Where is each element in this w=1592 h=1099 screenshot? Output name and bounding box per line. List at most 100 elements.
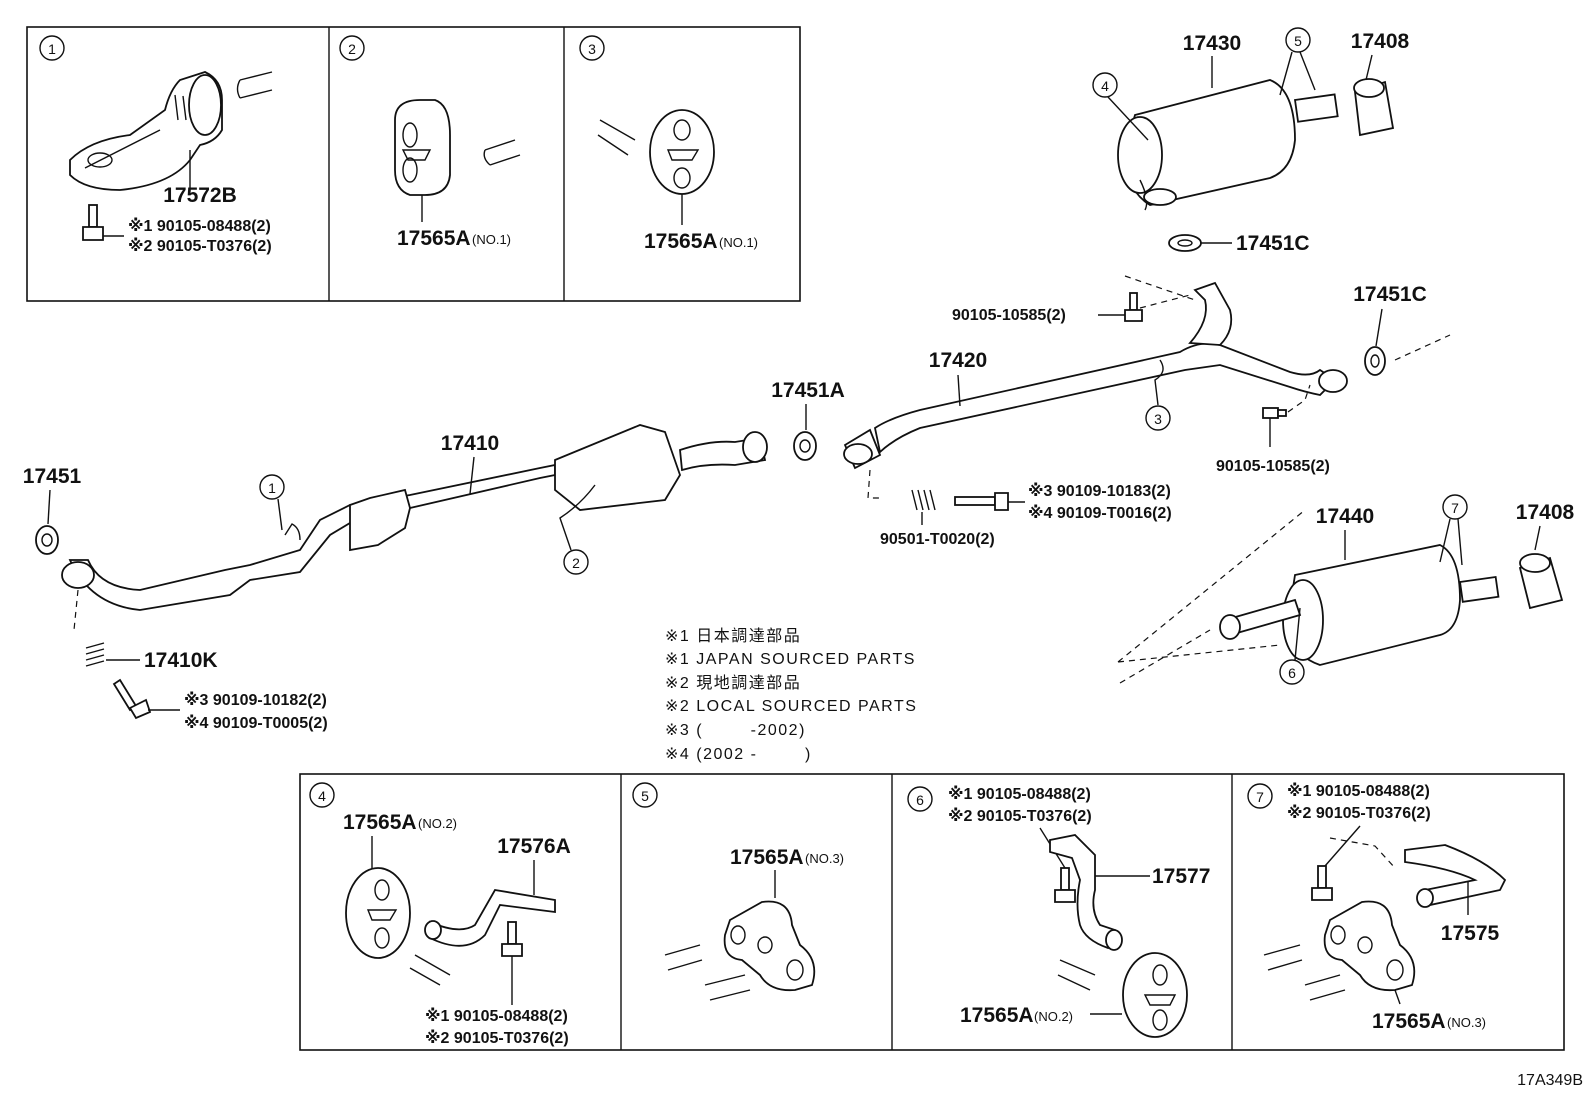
part-17572B: 17572B	[163, 184, 237, 207]
bolt-90105-T0376-box7: ※2 90105-T0376(2)	[1287, 804, 1431, 822]
part-17420: 17420	[929, 349, 987, 372]
rear-muffler-17430[interactable]	[1117, 79, 1339, 211]
bolt-icon[interactable]	[1311, 865, 1333, 901]
bottom-detail-frame	[299, 773, 1565, 1051]
pipe-stub-4	[409, 954, 451, 986]
bolt-90105-T0376-box6: ※2 90105-T0376(2)	[948, 807, 1092, 825]
pipe-stub-7	[1263, 944, 1346, 1001]
callout-7-box: 7	[1256, 789, 1264, 805]
bolt-90109-T0016: ※4 90109-T0016(2)	[1028, 504, 1172, 522]
bracket-17577[interactable]	[1049, 834, 1123, 951]
rubber-hanger-no3[interactable]	[723, 900, 816, 992]
top-detail-frame	[26, 26, 801, 302]
bolt-90109-10182: ※3 90109-10182(2)	[184, 691, 327, 709]
rubber-hanger-no1-b[interactable]	[649, 109, 715, 195]
note-3: ※3 ( -2002)	[665, 722, 806, 739]
detail-box-6: 6 ※1 90105-08488(2) ※2 90105-T0376(2) 17…	[907, 785, 1210, 1038]
part-17565A-box7: 17565A	[1372, 1010, 1446, 1033]
bolt-90105-08488-box4: ※1 90105-08488(2)	[425, 1007, 568, 1025]
suffix-no2-box6: (NO.2)	[1034, 1009, 1073, 1024]
pipe-stub-1	[236, 71, 273, 99]
part-17451C-right: 17451C	[1353, 283, 1427, 306]
bolt-90105-08488-box6: ※1 90105-08488(2)	[948, 785, 1091, 803]
callout-1-box: 1	[48, 41, 56, 57]
bracket-17576A[interactable]	[424, 889, 556, 947]
gasket-17451C-right[interactable]	[1364, 346, 1386, 376]
callout-2-box: 2	[348, 41, 356, 57]
detail-box-1: 1 17572B ※1 90105-08488(2) ※2 90105-T037…	[39, 35, 273, 255]
bolt-90105-10585-right: 90105-10585(2)	[1216, 458, 1330, 475]
detail-box-3: 3 17565A (NO.1)	[579, 35, 758, 253]
note-2-en: ※2 LOCAL SOURCED PARTS	[665, 698, 917, 715]
intermediate-pipe-17420[interactable]	[843, 281, 1348, 470]
bolt-90105-T0376-box1: ※2 90105-T0376(2)	[128, 237, 272, 255]
bolt-icon[interactable]	[954, 492, 1009, 511]
part-17440: 17440	[1316, 505, 1374, 528]
bolt-90105-10585-top: 90105-10585(2)	[952, 307, 1066, 324]
bolt-icon[interactable]	[82, 204, 104, 241]
detail-box-2: 2 17565A (NO.1)	[339, 35, 521, 250]
bolt-icon[interactable]	[112, 678, 152, 720]
pipe-stub-5	[664, 944, 751, 1001]
detail-box-7: 7 ※1 90105-08488(2) ※2 90105-T0376(2) 17…	[1247, 782, 1507, 1033]
callout-5-box: 5	[641, 788, 649, 804]
part-17565A-box3: 17565A	[644, 230, 718, 253]
rubber-hanger-no1[interactable]	[394, 99, 451, 196]
bolt-90109-T0005: ※4 90109-T0005(2)	[184, 714, 328, 732]
suffix-no1-box3: (NO.1)	[719, 235, 758, 250]
part-17410K: 17410K	[144, 649, 218, 672]
part-17451A: 17451A	[771, 379, 845, 402]
callout-2: 2	[572, 555, 580, 571]
note-1-en: ※1 JAPAN SOURCED PARTS	[665, 651, 916, 668]
part-17451: 17451	[23, 465, 82, 488]
callout-6-box: 6	[916, 792, 924, 808]
part-17430: 17430	[1183, 32, 1241, 55]
spring-90501-T0020-label: 90501-T0020(2)	[880, 531, 995, 548]
muffler-17440[interactable]	[1219, 544, 1500, 666]
part-17576A: 17576A	[497, 835, 571, 858]
bolt-icon[interactable]	[1054, 867, 1076, 903]
bracket-17575[interactable]	[1404, 844, 1507, 908]
tail-pipe-tip-17408-lower[interactable]	[1518, 553, 1564, 610]
front-pipe-17410[interactable]	[61, 424, 768, 611]
part-17408-top: 17408	[1351, 30, 1410, 53]
bolt-90109-10183: ※3 90109-10183(2)	[1028, 482, 1171, 500]
spring-17410K[interactable]	[85, 642, 105, 667]
bolt-90105-08488-box7: ※1 90105-08488(2)	[1287, 782, 1430, 800]
gasket-17451[interactable]	[35, 525, 59, 555]
bolt-icon[interactable]	[1262, 407, 1287, 419]
detail-box-4: 4 17565A (NO.2) 17576A ※1 90105-08488(2)…	[309, 782, 571, 1047]
note-1-jp: ※1 日本調達部品	[665, 627, 801, 645]
hanger-bracket-17572B[interactable]	[69, 71, 223, 191]
callout-6: 6	[1288, 665, 1296, 681]
part-17565A-box6: 17565A	[960, 1004, 1034, 1027]
gasket-17451C-top[interactable]	[1168, 234, 1202, 252]
pipe-stub-2	[483, 139, 521, 166]
rubber-hanger-no3-b[interactable]	[1323, 900, 1416, 992]
rubber-hanger-no2[interactable]	[345, 867, 411, 959]
pipe-stub-6	[1057, 959, 1096, 991]
callout-4: 4	[1101, 78, 1109, 94]
part-17451C-top: 17451C	[1236, 232, 1310, 255]
bolt-90105-T0376-box4: ※2 90105-T0376(2)	[425, 1029, 569, 1047]
spring-90501-T0020[interactable]	[911, 489, 936, 511]
tail-pipe-tip-17408-top[interactable]	[1353, 78, 1395, 137]
gasket-17451A[interactable]	[793, 431, 817, 461]
part-17408-lower: 17408	[1516, 501, 1575, 524]
part-17410: 17410	[441, 432, 499, 455]
suffix-no2-box4: (NO.2)	[418, 816, 457, 831]
bolt-icon[interactable]	[501, 921, 523, 957]
legend-notes: ※1 日本調達部品 ※1 JAPAN SOURCED PARTS ※2 現地調達…	[665, 627, 917, 763]
callout-1: 1	[268, 480, 276, 496]
callout-3: 3	[1154, 411, 1162, 427]
bolt-icon[interactable]	[1124, 292, 1143, 322]
part-17565A-box2: 17565A	[397, 227, 471, 250]
part-17575: 17575	[1441, 922, 1500, 945]
rubber-hanger-no2-b[interactable]	[1122, 952, 1188, 1038]
note-2-jp: ※2 現地調達部品	[665, 674, 801, 692]
suffix-no1-box2: (NO.1)	[472, 232, 511, 247]
suffix-no3-box7: (NO.3)	[1447, 1015, 1486, 1030]
part-17577: 17577	[1152, 865, 1210, 888]
drawing-id: 17A349B	[1517, 1072, 1583, 1089]
